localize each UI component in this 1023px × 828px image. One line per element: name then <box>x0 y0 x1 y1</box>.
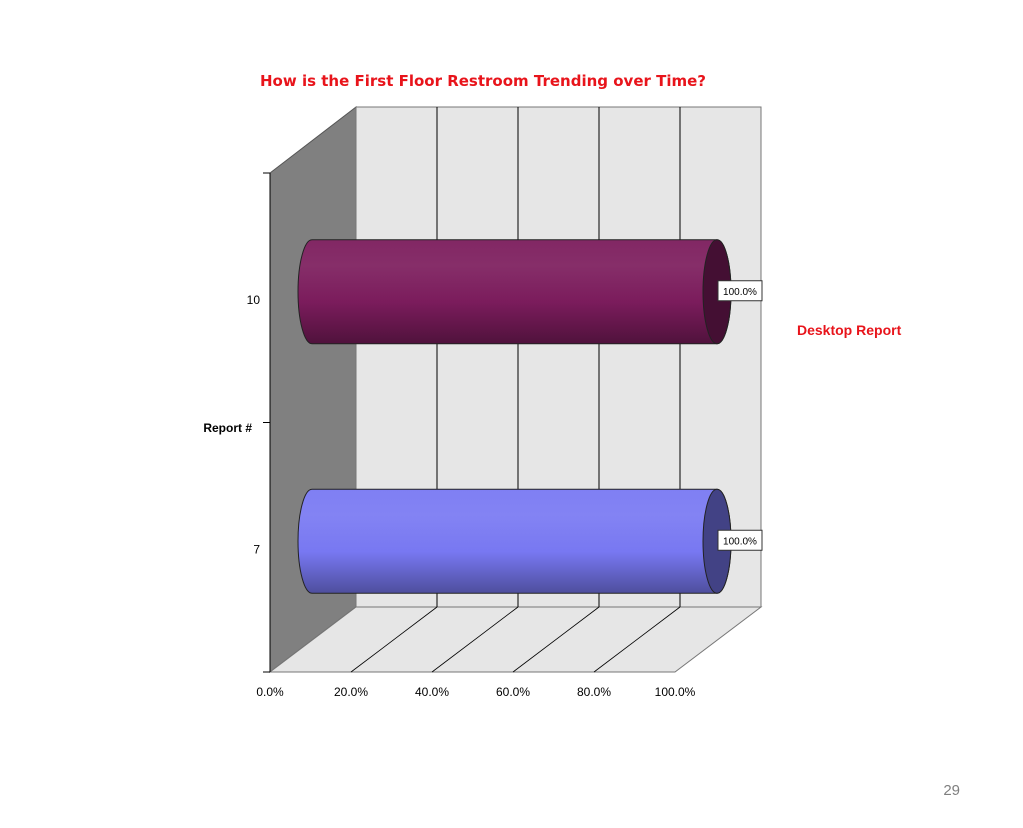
data-label: 100.0% <box>723 287 757 298</box>
x-tick-label: 40.0% <box>415 685 449 699</box>
x-tick-label: 100.0% <box>655 685 696 699</box>
floor-gridline <box>593 606 681 673</box>
floor-gridline <box>512 606 600 673</box>
data-label-box <box>717 280 763 302</box>
desktop-report-label: Desktop Report <box>797 322 902 338</box>
bar <box>297 239 732 345</box>
x-tick-label: 60.0% <box>496 685 530 699</box>
page-number: 29 <box>943 782 960 799</box>
data-label: 100.0% <box>723 536 757 547</box>
y-tick-label: 7 <box>253 542 260 556</box>
floor-gridline <box>350 606 438 673</box>
bar <box>297 488 732 594</box>
x-tick-label: 0.0% <box>256 685 284 699</box>
chart-title: How is the First Floor Restroom Trending… <box>260 72 706 90</box>
y-axis-label: Report # <box>203 421 252 435</box>
floor <box>268 606 763 673</box>
y-tick-label: 10 <box>247 293 261 307</box>
floor-gridline <box>431 606 519 673</box>
x-tick-label: 80.0% <box>577 685 611 699</box>
data-label-box <box>717 529 763 551</box>
x-tick-label: 20.0% <box>334 685 368 699</box>
